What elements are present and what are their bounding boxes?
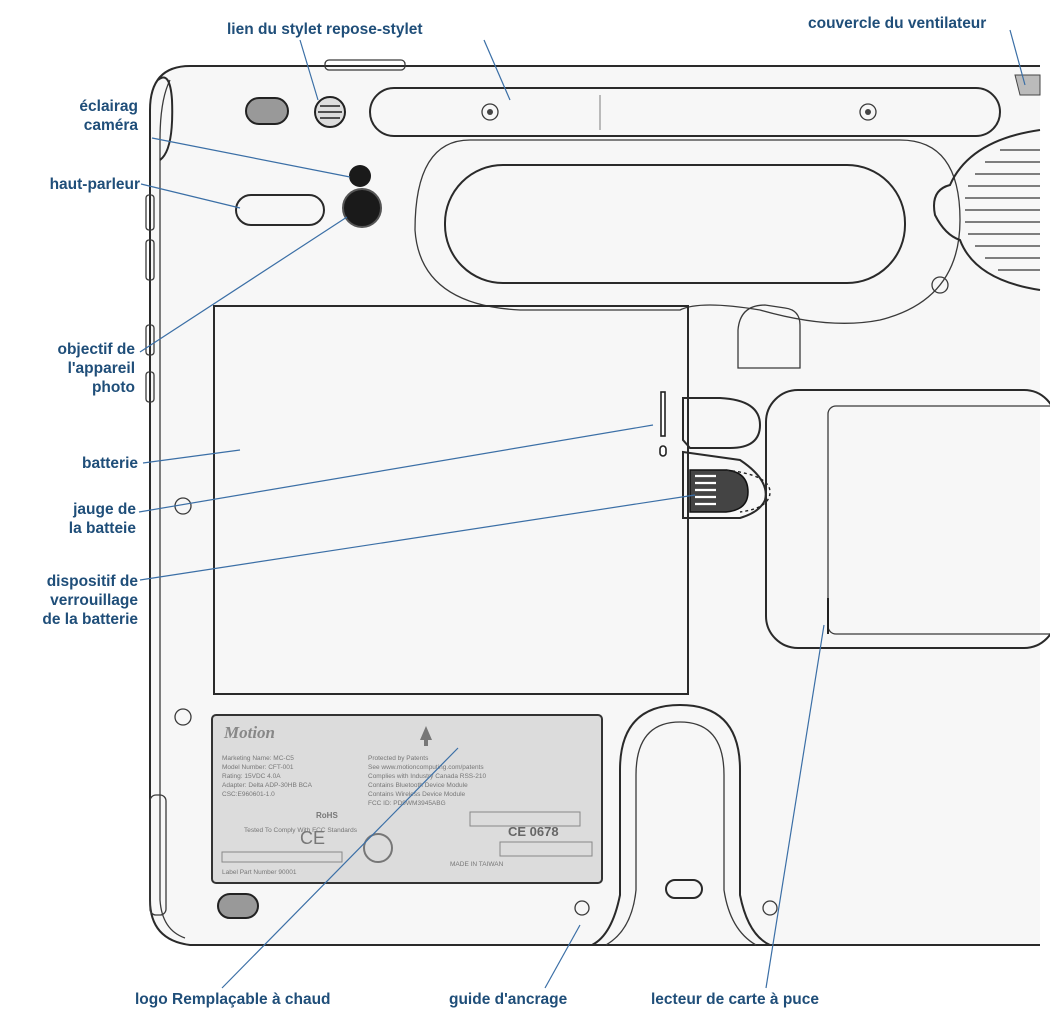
fan-top-grille [1014, 74, 1041, 96]
svg-text:Tested To Comply With FCC Stan: Tested To Comply With FCC Standards [244, 827, 358, 834]
corner-loop [157, 76, 174, 161]
svg-text:Model Number: CFT-001: Model Number: CFT-001 [222, 764, 294, 771]
svg-text:Marketing Name: MC-C5: Marketing Name: MC-C5 [222, 755, 294, 762]
docking-guide [591, 703, 771, 946]
label-pen-tether: lien du stylet repose-stylet [227, 21, 423, 38]
product-label-sticker [211, 714, 603, 884]
fan-vent-lines [965, 149, 1040, 271]
sticker-barcode-box [469, 811, 581, 827]
docking-guide-inner [605, 721, 757, 946]
svg-text:Adapter: Delta ADP-30HB BCA: Adapter: Delta ADP-30HB BCA [222, 782, 313, 789]
sticker-text-block: Marketing Name: MC-C5 Model Number: CFT-… [222, 755, 504, 876]
battery-latch-housing [682, 450, 767, 519]
battery-gauge-button [659, 445, 667, 457]
svg-text:Contains Wireless Device Modul: Contains Wireless Device Module [368, 791, 466, 798]
svg-text:Protected by Patents: Protected by Patents [368, 755, 429, 762]
side-port [145, 239, 155, 281]
svg-text:Complies with Industry Canada: Complies with Industry Canada RSS-210 [368, 773, 487, 780]
smart-card-reader [765, 389, 1050, 649]
battery-latch-top [682, 397, 762, 449]
svg-text:Rating: 15VDC 4.0A: Rating: 15VDC 4.0A [222, 773, 281, 780]
svg-text:RoHS: RoHS [316, 811, 338, 820]
top-edge-notch [324, 59, 406, 71]
label-smart-card-reader: lecteur de carte à puce [651, 991, 819, 1008]
smart-card-slot [827, 405, 1050, 635]
label-hot-swap-logo: logo Remplaçable à chaud [135, 991, 331, 1008]
label-docking-guide: guide d'ancrage [449, 991, 568, 1008]
pen-slot [369, 87, 1001, 137]
svg-text:See www.motioncomputing.com/pa: See www.motioncomputing.com/patents [368, 764, 484, 771]
side-port [145, 324, 155, 356]
side-port [149, 794, 167, 916]
battery-gauge-bar [660, 391, 666, 437]
camera-light-icon [349, 165, 371, 187]
tablet-side-edge [159, 79, 186, 939]
sticker-brand: Motion [223, 723, 275, 742]
side-port [145, 194, 155, 231]
label-speaker: haut-parleur [49, 176, 140, 193]
svg-text:MADE IN TAIWAN: MADE IN TAIWAN [450, 861, 504, 868]
label-fan-cover: couvercle du ventilateur [808, 15, 987, 32]
top-oval-button [245, 97, 289, 125]
sticker-ce-number: CE 0678 [508, 824, 559, 839]
bottom-oval-button [217, 893, 259, 919]
svg-text:Contains Bluetooth Device Modu: Contains Bluetooth Device Module [368, 782, 468, 789]
speaker-grille [235, 194, 325, 226]
fan-cover [933, 129, 1041, 291]
battery-pack [213, 305, 689, 695]
svg-text:Label Part Number 90001: Label Part Number 90001 [222, 869, 297, 876]
svg-text:FCC ID: PD9WM3945ABG: FCC ID: PD9WM3945ABG [368, 800, 446, 807]
docking-slot [665, 879, 703, 899]
handle-opening [444, 164, 906, 284]
handle-frame [414, 139, 961, 324]
battery-lock-ridges [695, 474, 716, 506]
svg-text:CSC:E960601-1.0: CSC:E960601-1.0 [222, 791, 275, 798]
housing-bump [737, 304, 801, 369]
sticker-ce-mark: CE [300, 828, 325, 848]
sticker-certification-seal [363, 833, 393, 863]
hot-swap-arrow-icon [420, 726, 432, 746]
side-port [145, 371, 155, 403]
leader-lines [138, 29, 1026, 989]
label-battery: batterie [82, 455, 138, 472]
camera-lens-icon [342, 188, 382, 228]
